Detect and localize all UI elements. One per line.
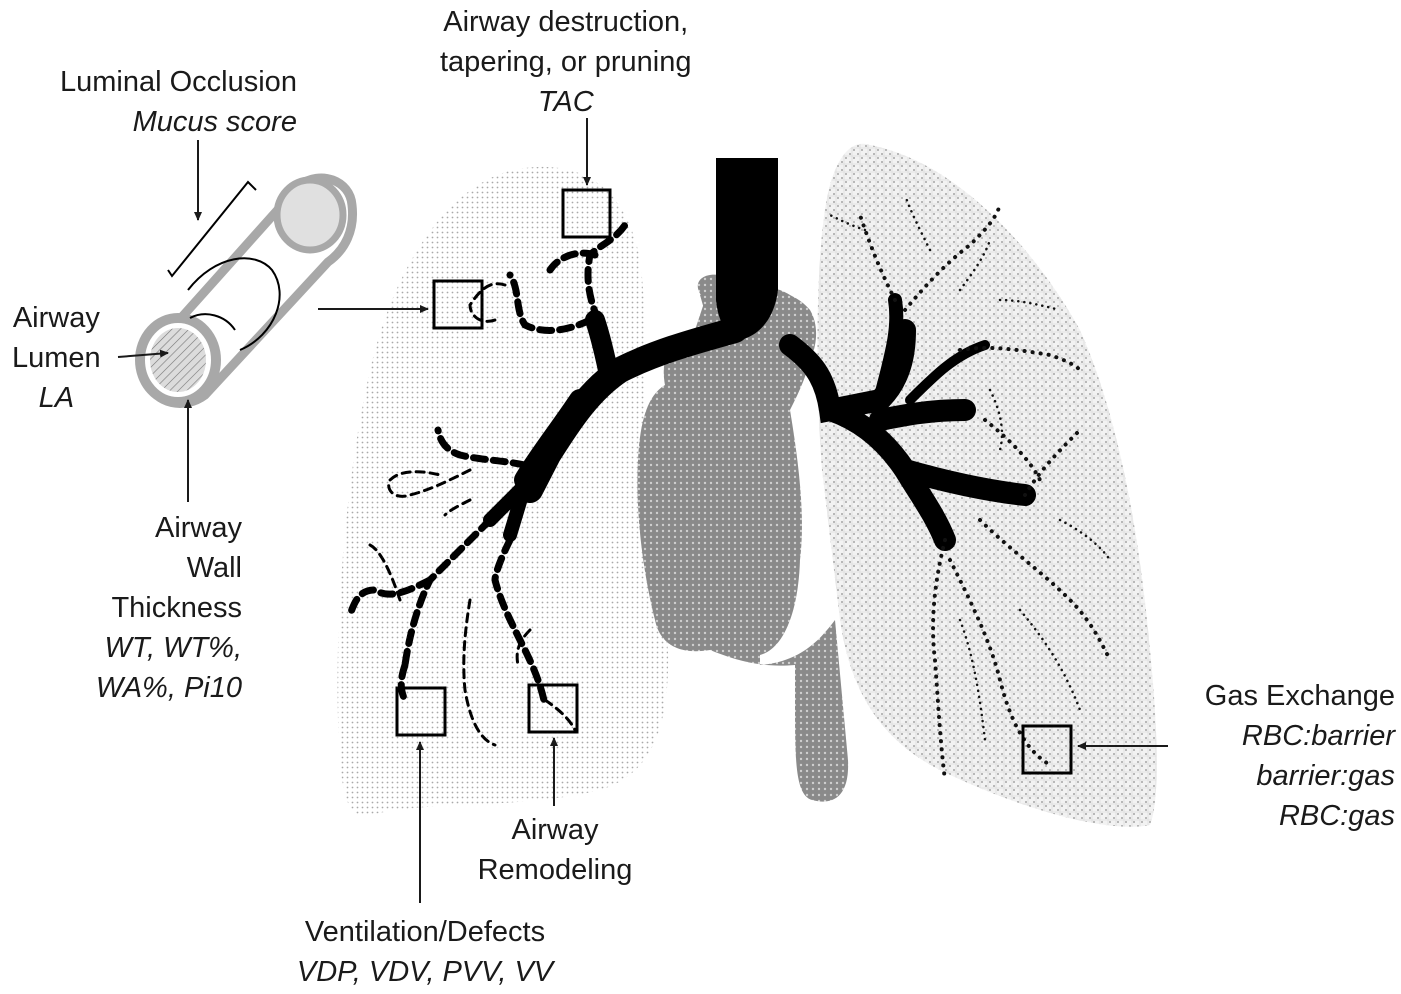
wa-pi10-metric: WA%, Pi10 <box>70 668 242 708</box>
airway-lumen-label: Airway Lumen LA <box>12 298 101 418</box>
barrier-gas-metric: barrier:gas <box>1165 756 1395 796</box>
rbc-gas-metric: RBC:gas <box>1165 796 1395 836</box>
airway-wall-line2: Wall <box>70 548 242 588</box>
airway-wall-line1: Airway <box>70 508 242 548</box>
airway-lumen-line1: Airway <box>12 298 101 338</box>
airway-destruction-line1: Airway destruction, <box>440 2 692 42</box>
luminal-occlusion-label: Luminal Occlusion Mucus score <box>60 62 297 142</box>
wt-metric: WT, WT%, <box>70 628 242 668</box>
tac-metric: TAC <box>440 82 692 122</box>
trachea <box>716 158 778 340</box>
mucus-score-metric: Mucus score <box>60 102 297 142</box>
remodeling-label: Airway Remodeling <box>460 810 650 890</box>
ventilation-title: Ventilation/Defects <box>270 912 580 952</box>
ventilation-label: Ventilation/Defects VDP, VDV, PVV, VV <box>270 912 580 992</box>
gas-exchange-title: Gas Exchange <box>1165 676 1395 716</box>
airway-destruction-line2: tapering, or pruning <box>440 42 692 82</box>
right-lung <box>337 167 668 816</box>
gas-exchange-label: Gas Exchange RBC:barrier barrier:gas RBC… <box>1165 676 1395 836</box>
rbc-barrier-metric: RBC:barrier <box>1165 716 1395 756</box>
ventilation-metric: VDP, VDV, PVV, VV <box>270 952 580 992</box>
airway-tube-illustration <box>140 178 353 403</box>
remodeling-line1: Airway <box>460 810 650 850</box>
airway-lumen-line2: Lumen <box>12 338 101 378</box>
la-metric: LA <box>12 378 101 418</box>
remodeling-line2: Remodeling <box>460 850 650 890</box>
airway-wall-label: Airway Wall Thickness WT, WT%, WA%, Pi10 <box>70 508 242 708</box>
airway-wall-line3: Thickness <box>70 588 242 628</box>
airway-destruction-label: Airway destruction, tapering, or pruning… <box>440 2 692 122</box>
luminal-occlusion-title: Luminal Occlusion <box>60 62 297 102</box>
